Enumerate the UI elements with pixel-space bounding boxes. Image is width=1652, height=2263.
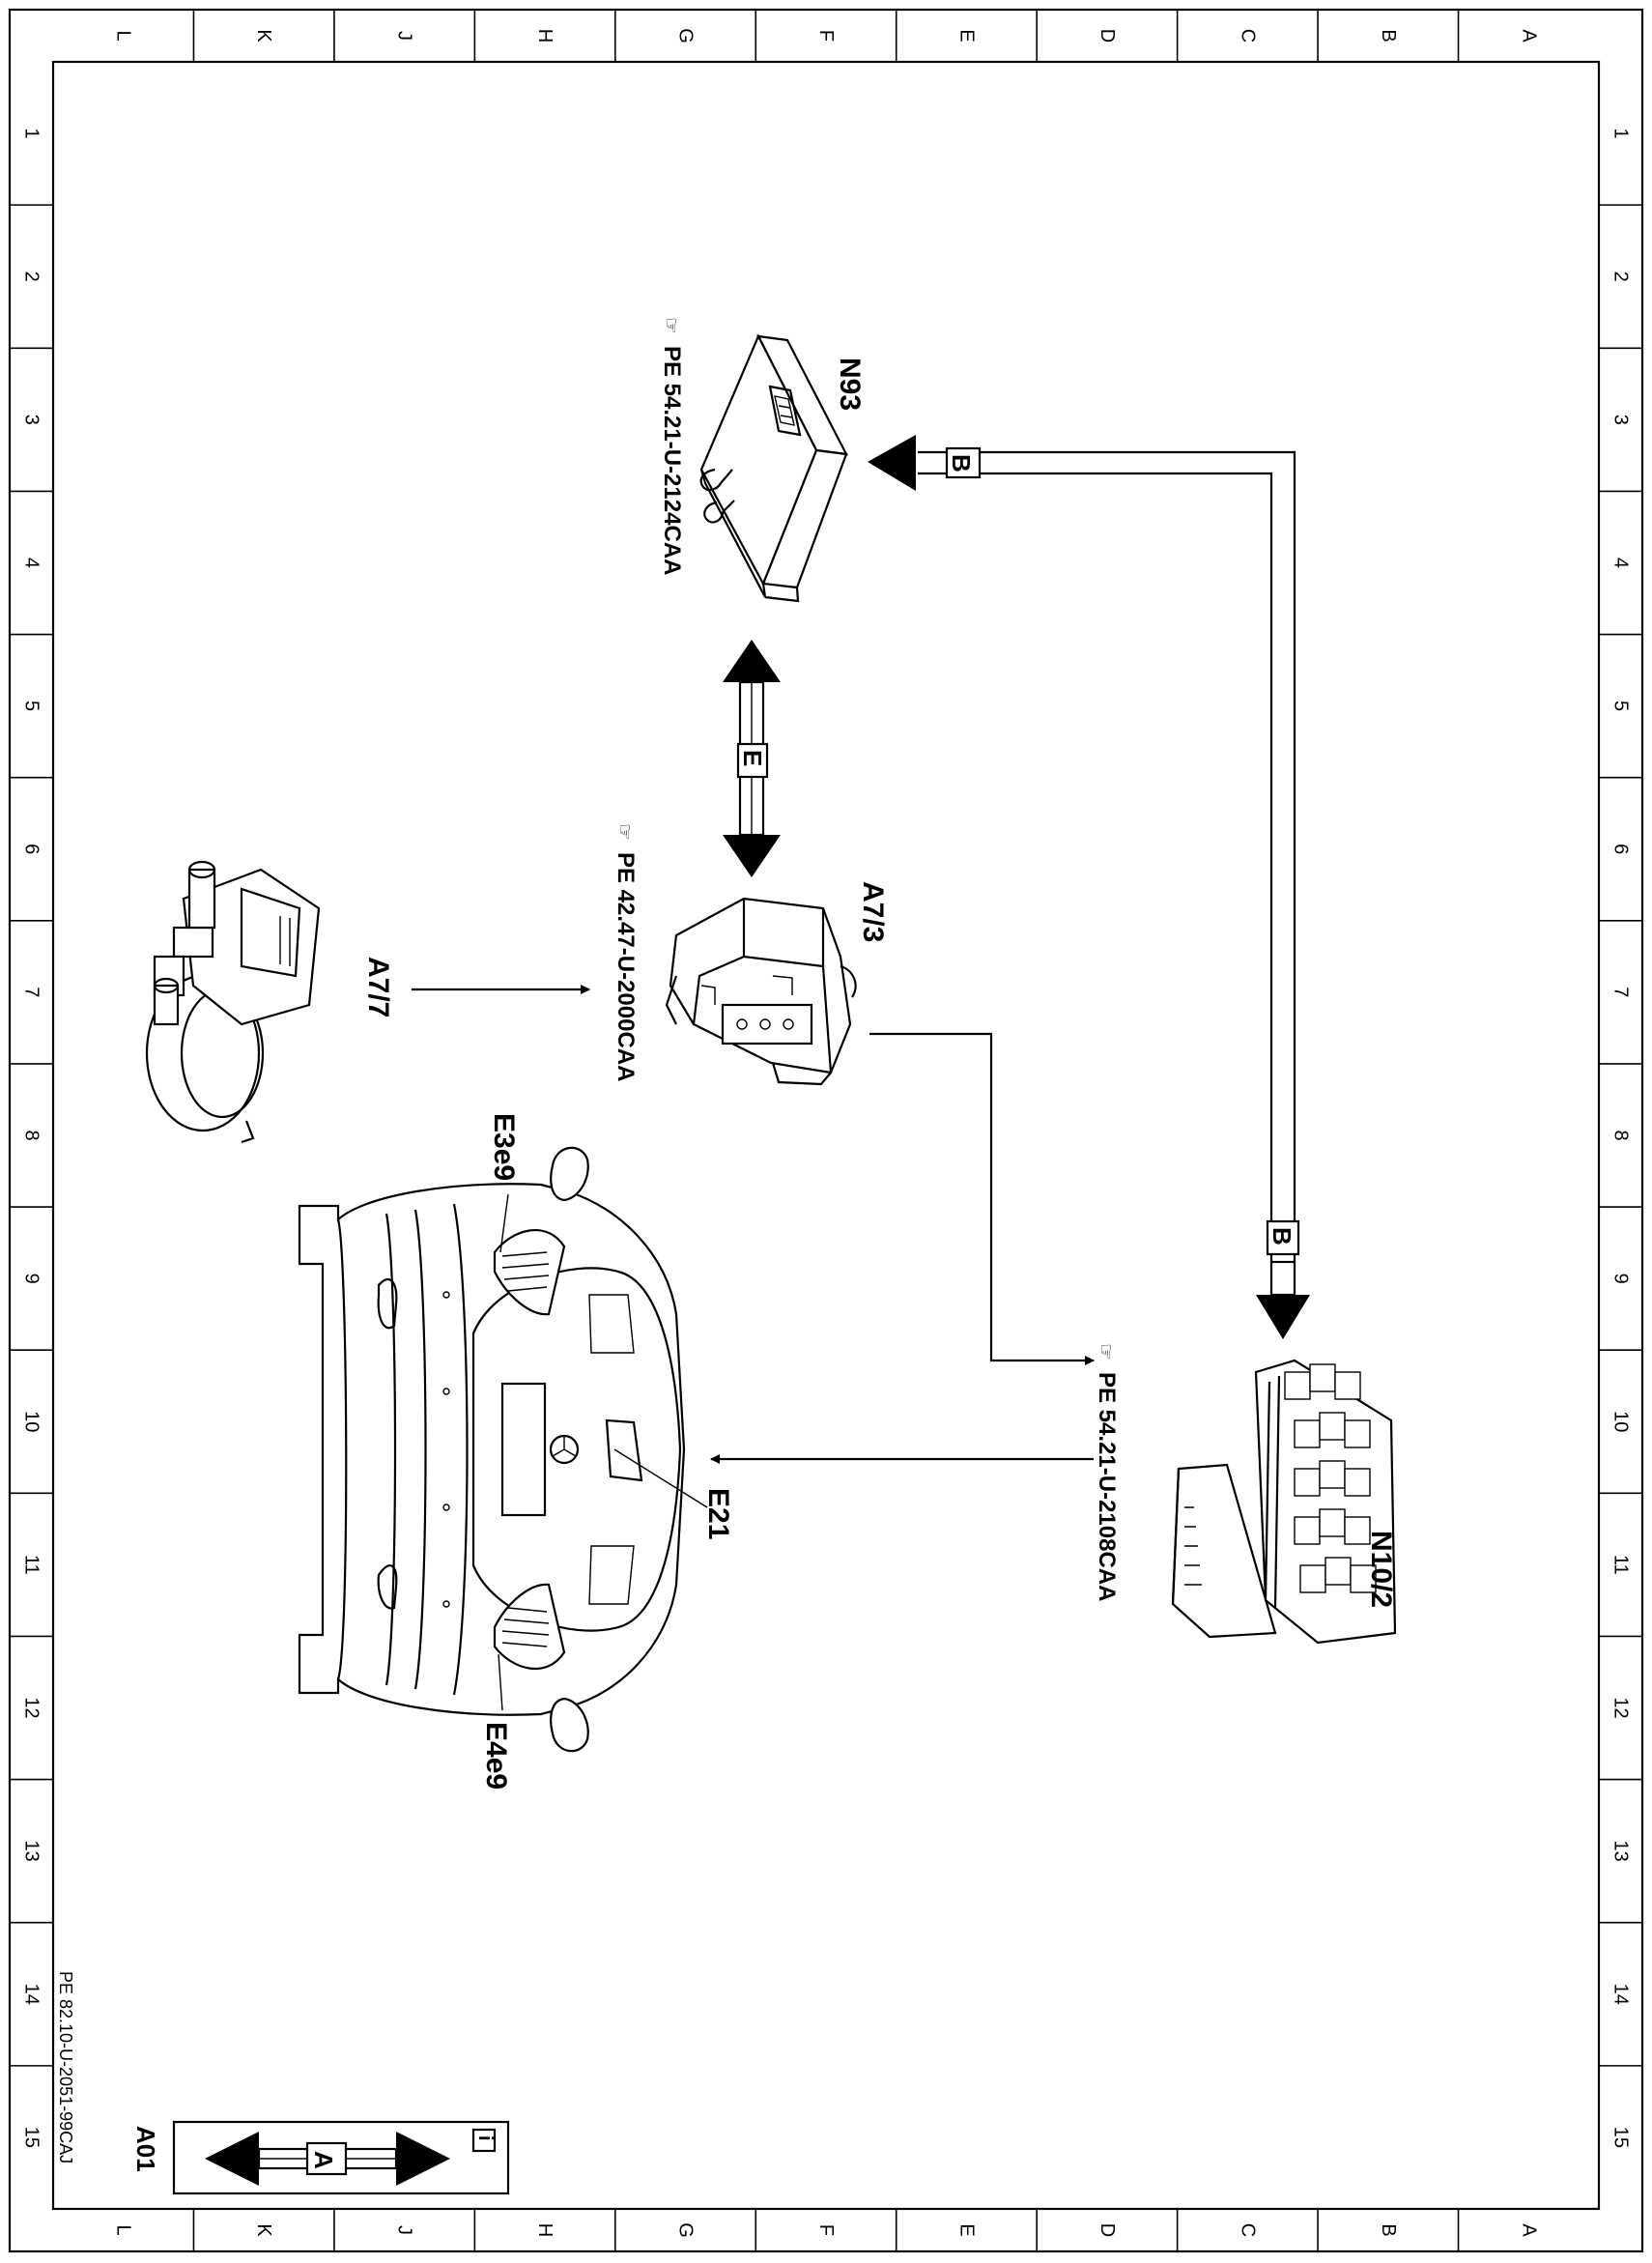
grid-col-label-top: B <box>1378 29 1399 42</box>
document-reference: PE 82.10-U-2051-99CAJ <box>56 1971 75 2163</box>
grid-col-label-bottom: F <box>815 2224 837 2236</box>
grid-row-label-right: 15 <box>1610 2127 1632 2148</box>
grid-row-label-left: 9 <box>21 1274 43 1284</box>
connection-b-badge-top <box>945 446 982 479</box>
grid-col-label-top: L <box>113 30 134 41</box>
connection-b-label-bottom: B <box>1267 1227 1296 1246</box>
grid-col-label-top: C <box>1237 29 1258 43</box>
connection-e-badge <box>736 742 769 779</box>
hand-pointer-icon: ☞ <box>613 823 635 841</box>
e3e9-label: E3e9 <box>488 1113 520 1181</box>
grid-col-label-bottom: B <box>1378 2223 1399 2236</box>
grid-col-label-top: J <box>394 31 415 41</box>
grid-row-label-left: 3 <box>21 415 43 425</box>
grid-row-label-right: 12 <box>1610 1697 1632 1718</box>
grid-row-label-right: 1 <box>1610 129 1632 139</box>
grid-col-label-bottom: J <box>394 2225 415 2235</box>
grid-row-label-left: 10 <box>21 1411 43 1432</box>
e21-label: E21 <box>702 1488 734 1539</box>
grid-row-label-left: 1 <box>21 129 43 139</box>
grid-row-label-right: 10 <box>1610 1411 1632 1432</box>
grid-row-label-right: 4 <box>1610 558 1632 568</box>
grid-row-label-left: 11 <box>21 1555 43 1575</box>
grid-col-label-top: K <box>253 29 274 43</box>
grid-col-label-bottom: L <box>113 2224 134 2235</box>
grid-row-label-left: 2 <box>21 272 43 282</box>
a7-3-reference: PE 42.47-U-2000CAA <box>612 852 639 1081</box>
grid-col-label-top: E <box>955 29 977 42</box>
grid-col-label-bottom: E <box>955 2223 977 2236</box>
legend-code: A01 <box>131 2126 160 2172</box>
grid-col-label-bottom: G <box>675 2222 697 2238</box>
info-icon-glyph: i <box>474 2135 496 2141</box>
connection-e-arrow <box>723 640 781 877</box>
connection-b-label-top: B <box>947 454 976 473</box>
connection-b-badge-bottom <box>1266 1219 1300 1256</box>
grid-col-label-top: D <box>1097 29 1118 43</box>
grid-row-label-right: 6 <box>1610 844 1632 854</box>
connection-e-label: E <box>738 750 767 766</box>
n93-label: N93 <box>834 358 866 411</box>
a7-7-label: A7/7 <box>362 957 394 1017</box>
grid-row-label-left: 12 <box>21 1697 43 1718</box>
a7-7-component <box>145 860 321 1144</box>
grid-row-label-right: 2 <box>1610 272 1632 282</box>
drawing-frame <box>8 8 1644 2253</box>
arrow-a7-3-to-n10-2 <box>869 1032 1095 1365</box>
grid-row-label-right: 3 <box>1610 415 1632 425</box>
info-icon <box>471 2128 497 2153</box>
grid-row-label-right: 13 <box>1610 1841 1632 1862</box>
grid-row-label-left: 4 <box>21 558 43 568</box>
grid-row-label-right: 9 <box>1610 1274 1632 1284</box>
grid-row-label-right: 7 <box>1610 987 1632 997</box>
vehicle-rear-view <box>298 1146 708 1753</box>
grid-col-label-top: F <box>815 30 837 42</box>
n10-2-component <box>1171 1359 1397 1645</box>
grid-row-label-left: 5 <box>21 701 43 711</box>
grid-row-label-right: 14 <box>1610 1984 1632 2005</box>
grid-row-label-left: 8 <box>21 1130 43 1140</box>
grid-col-label-top: G <box>675 28 697 43</box>
grid-col-label-top: A <box>1518 29 1539 43</box>
a7-3-label: A7/3 <box>857 881 889 942</box>
grid-row-label-left: 13 <box>21 1841 43 1862</box>
n93-component <box>699 333 848 603</box>
grid-tick-lines <box>10 10 1642 2251</box>
n93-reference: PE 54.21-U-2124CAA <box>659 346 685 575</box>
grid-col-label-bottom: A <box>1518 2223 1539 2237</box>
hand-pointer-icon: ☞ <box>660 317 681 334</box>
grid-row-label-left: 6 <box>21 844 43 854</box>
grid-row-label-right: 5 <box>1610 701 1632 711</box>
n10-2-reference: PE 54.21-U-2108CAA <box>1094 1372 1120 1601</box>
grid-row-label-left: 14 <box>21 1984 43 2005</box>
grid-col-label-bottom: C <box>1237 2223 1258 2237</box>
n10-2-label: N10/2 <box>1365 1531 1397 1608</box>
legend-box <box>172 2120 510 2195</box>
grid-col-label-top: H <box>534 29 555 43</box>
grid-col-label-bottom: K <box>253 2223 274 2237</box>
e4e9-label: E4e9 <box>480 1722 512 1790</box>
a7-3-component <box>665 897 857 1086</box>
grid-col-label-bottom: H <box>534 2223 555 2237</box>
grid-row-label-left: 7 <box>21 987 43 997</box>
legend-label: A <box>309 2151 338 2169</box>
grid-row-label-right: 8 <box>1610 1130 1632 1140</box>
hand-pointer-icon: ☞ <box>1095 1343 1116 1361</box>
grid-row-label-left: 15 <box>21 2127 43 2148</box>
connection-b-path <box>868 435 1310 1339</box>
grid-col-label-bottom: D <box>1097 2223 1118 2237</box>
grid-row-label-right: 11 <box>1610 1555 1632 1575</box>
